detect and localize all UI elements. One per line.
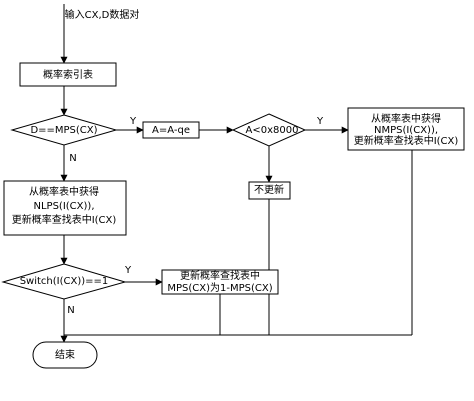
node-nmps-box xyxy=(347,107,465,151)
node-update-a-text: A=A-qe xyxy=(152,125,190,136)
node-prob-index-table-box xyxy=(19,62,117,87)
node-prob-index-table-text: 概率索引表 xyxy=(43,68,93,81)
node-update-mps-line-2: MPS(CX)为1-MPS(CX) xyxy=(167,282,272,294)
connectors xyxy=(60,4,413,343)
node-no-update: 不更新 xyxy=(248,181,291,200)
node-decision-switch: Switch(I(CX))==1 xyxy=(1,263,127,300)
node-nlps-box xyxy=(3,180,127,236)
node-no-update-box xyxy=(248,181,291,200)
node-nmps-line-1: 从概率表中获得 xyxy=(371,112,441,125)
node-no-update-text: 不更新 xyxy=(254,183,284,196)
node-update-mps-line-1: 更新概率查找表中 xyxy=(180,269,260,282)
node-nlps-line-3: 更新概率查找表中I(CX) xyxy=(12,213,117,226)
node-update-a: A=A-qe xyxy=(142,121,200,139)
label-no-switch: N xyxy=(67,305,74,316)
node-decision-mps-text: D==MPS(CX) xyxy=(30,125,97,136)
node-nlps: 从概率表中获得 NLPS(I(CX)), 更新概率查找表中I(CX) xyxy=(3,180,127,236)
node-update-mps: 更新概率查找表中 MPS(CX)为1-MPS(CX) xyxy=(161,269,279,295)
node-decision-mps: D==MPS(CX) xyxy=(10,114,118,146)
node-nlps-line-2: NLPS(I(CX)), xyxy=(34,201,95,212)
node-decision-switch-shape xyxy=(1,263,127,300)
node-end-shape xyxy=(32,341,98,369)
label-no-mps: N xyxy=(69,153,76,164)
node-update-mps-box xyxy=(161,269,279,295)
label-yes-a: Y xyxy=(316,116,324,127)
node-decision-a: A<0x8000 xyxy=(231,113,307,147)
label-yes-switch: Y xyxy=(124,265,132,276)
label-yes-mps: Y xyxy=(129,116,137,127)
node-nmps: 从概率表中获得 NMPS(I(CX)), 更新概率查找表中I(CX) xyxy=(347,107,465,151)
node-decision-switch-text: Switch(I(CX))==1 xyxy=(20,276,109,287)
node-prob-index-table: 概率索引表 xyxy=(19,62,117,87)
node-decision-a-shape xyxy=(231,113,307,147)
input-label: 输入CX,D数据对 xyxy=(65,8,140,21)
node-end: 结束 xyxy=(32,341,98,369)
node-decision-a-text: A<0x8000 xyxy=(246,125,299,136)
node-nlps-line-1: 从概率表中获得 xyxy=(29,185,99,198)
node-nmps-line-3: 更新概率查找表中I(CX) xyxy=(354,134,459,147)
node-update-a-box xyxy=(142,121,200,139)
node-decision-mps-shape xyxy=(10,114,118,146)
node-nmps-line-2: NMPS(I(CX)), xyxy=(374,125,438,136)
node-end-text: 结束 xyxy=(55,348,75,361)
